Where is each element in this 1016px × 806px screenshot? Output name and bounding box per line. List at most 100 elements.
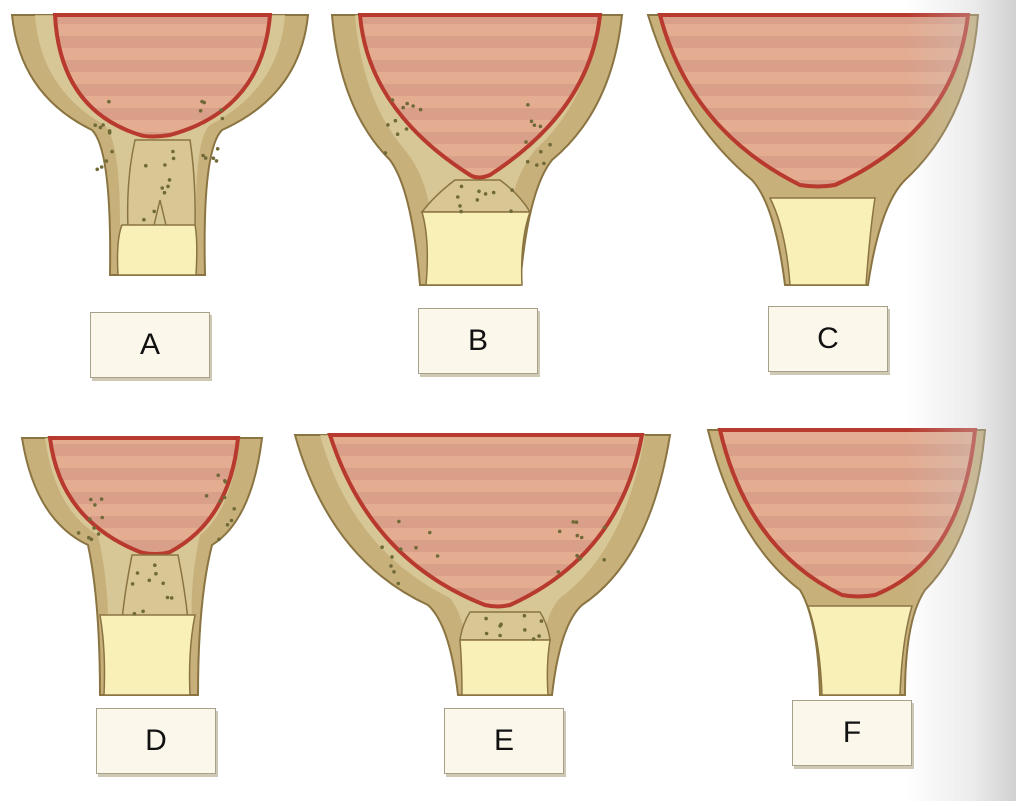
trabecula-dot (171, 150, 175, 154)
medulla-d (100, 615, 195, 695)
trabecula-dot (166, 185, 170, 189)
medulla-a (118, 225, 197, 275)
trabecula-dot (436, 554, 440, 558)
trabecula-dot (131, 582, 135, 586)
trabecula-dot (110, 150, 114, 154)
trabecula-dot (89, 498, 93, 502)
trabecula-dot (153, 563, 157, 567)
trabecula-dot (405, 102, 409, 106)
trabecula-dot (152, 210, 156, 214)
trabecula-dot (100, 165, 104, 169)
trabecula-dot (384, 151, 388, 155)
trabecula-dot (558, 530, 562, 534)
trabecula-dot (219, 108, 223, 112)
trabecula-dot (533, 123, 537, 127)
panel-b (332, 15, 622, 285)
trabecula-dot (100, 497, 104, 501)
medulla-f (808, 606, 912, 695)
trabecula-dot (161, 582, 165, 586)
trabecula-dot (160, 186, 164, 190)
trabecula-dot (230, 519, 234, 523)
panel-e (295, 435, 670, 695)
label-b: B (468, 324, 488, 358)
trabecula-dot (88, 517, 92, 521)
trabecula-dot (92, 526, 96, 530)
label-box-b: B (418, 308, 538, 374)
trabecula-dot (99, 126, 103, 130)
trabecula-dot (396, 132, 400, 136)
trabecula-dot (397, 520, 401, 524)
medulla-e (460, 640, 550, 695)
growth-plate-e (460, 612, 550, 640)
trabecula-dot (232, 507, 236, 511)
label-box-a: A (90, 312, 210, 378)
trabecula-dot (144, 164, 148, 168)
trabecula-dot (223, 496, 227, 500)
trabecula-dot (166, 596, 170, 600)
trabecula-dot (459, 210, 463, 214)
trabecula-dot (142, 218, 146, 222)
trabecula-dot (535, 163, 539, 167)
trabecula-dot (386, 123, 390, 127)
trabecula-dot (95, 168, 99, 172)
trabecula-dot (485, 632, 489, 636)
trabecula-dot (523, 628, 527, 632)
trabecula-dot (575, 554, 579, 558)
trabecula-dot (532, 637, 536, 641)
trabecula-dot (524, 140, 528, 144)
panel-a (12, 15, 308, 275)
trabecula-dot (542, 162, 546, 166)
trabecula-dot (212, 156, 216, 160)
panel-d (22, 438, 262, 695)
label-c: C (817, 322, 839, 356)
trabecula-dot (204, 156, 208, 160)
trabecula-dot (226, 523, 230, 527)
trabecula-dot (105, 159, 109, 163)
label-box-d: D (96, 708, 216, 774)
trabecula-dot (397, 582, 401, 586)
trabecula-dot (603, 526, 607, 530)
label-box-c: C (768, 306, 888, 372)
trabecula-dot (526, 160, 530, 164)
label-box-e: E (444, 708, 564, 774)
trabecula-dot (172, 157, 176, 161)
trabecula-dot (526, 103, 530, 107)
trabecula-dot (456, 195, 460, 199)
trabecula-dot (484, 617, 488, 621)
trabecula-dot (539, 125, 543, 129)
trabecula-dot (484, 192, 488, 196)
trabecula-dot (168, 178, 172, 182)
trabecula-dot (523, 614, 527, 618)
label-f: F (843, 716, 861, 750)
trabecula-dot (216, 474, 220, 478)
trabecula-dot (133, 612, 137, 616)
trabecula-dot (394, 119, 398, 123)
trabecula-dot (537, 634, 541, 638)
trabecula-dot (419, 108, 423, 112)
trabecula-dot (136, 571, 140, 575)
trabecula-dot (405, 127, 409, 131)
trabecula-dot (215, 159, 219, 163)
trabecula-dot (218, 499, 222, 503)
trabecula-dot (390, 555, 394, 559)
trabecula-dot (200, 100, 204, 104)
trabecula-dot (101, 123, 105, 127)
trabecula-dot (458, 204, 462, 208)
trabecula-dot (141, 610, 145, 614)
trabecula-dot (163, 163, 167, 167)
trabecula-dot (539, 150, 543, 154)
label-a: A (140, 328, 160, 362)
trabecula-dot (492, 191, 496, 195)
trabecula-dot (540, 619, 544, 623)
trabecula-dot (477, 190, 481, 194)
trabecula-dot (97, 532, 101, 536)
trabecula-dot (205, 494, 209, 498)
trabecula-dot (411, 104, 415, 108)
trabecula-dot (163, 191, 167, 195)
trabecula-dot (199, 109, 203, 113)
trabecula-dot (221, 117, 225, 121)
trabecula-dot (93, 123, 97, 127)
trabecula-dot (576, 534, 580, 538)
trabecula-dot (154, 572, 158, 576)
